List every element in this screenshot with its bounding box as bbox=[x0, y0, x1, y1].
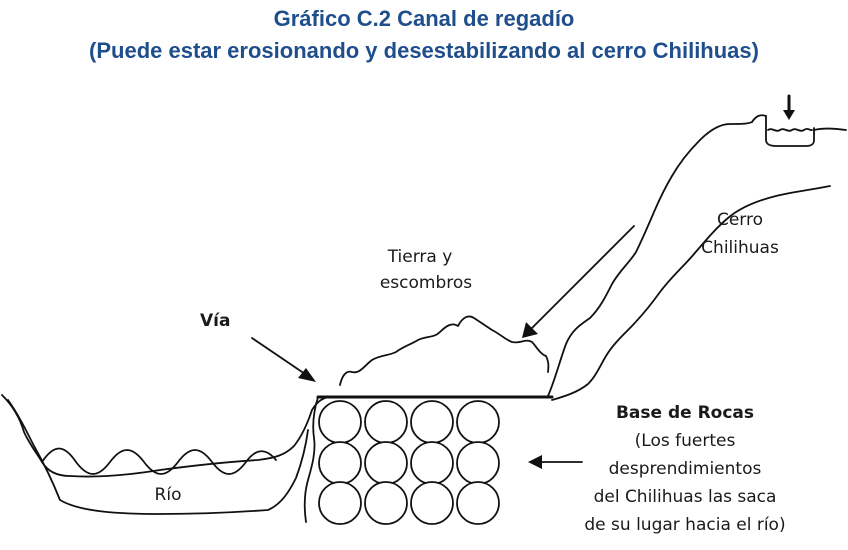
rock-base bbox=[318, 400, 500, 525]
river-water-surface bbox=[41, 447, 277, 475]
river-inner-edge bbox=[7, 399, 309, 515]
debris-mound-outline bbox=[339, 315, 550, 386]
label-tierra-line1: Tierra y bbox=[387, 247, 453, 267]
rock bbox=[364, 400, 408, 444]
rock bbox=[318, 441, 362, 485]
rock bbox=[410, 441, 454, 485]
debris-arrow-head bbox=[522, 322, 538, 338]
label-base-title: Base de Rocas bbox=[616, 403, 754, 423]
rock bbox=[318, 481, 362, 525]
label-base-desc-4: de su lugar hacia el río) bbox=[584, 515, 785, 535]
rock bbox=[456, 441, 500, 485]
label-base-desc-3: del Chilihuas las saca bbox=[594, 487, 777, 507]
label-tierra-line2: escombros bbox=[380, 273, 472, 293]
rock bbox=[364, 441, 408, 485]
rock bbox=[410, 400, 454, 444]
rock bbox=[364, 481, 408, 525]
river-bank-outline bbox=[1, 394, 329, 478]
rock bbox=[410, 481, 454, 525]
figure-subtitle: (Puede estar erosionando y desestabiliza… bbox=[89, 38, 759, 63]
debris-arrow-shaft bbox=[529, 225, 635, 331]
mountain-top-ridge-right bbox=[813, 127, 847, 131]
rock bbox=[456, 400, 500, 444]
rock-arrow-head bbox=[528, 455, 542, 469]
rock bbox=[456, 481, 500, 525]
irrigation-canal bbox=[765, 115, 815, 147]
via-arrow-shaft bbox=[251, 337, 309, 377]
via-arrow-head bbox=[298, 368, 316, 382]
label-base-desc-2: desprendimientos bbox=[609, 459, 762, 479]
rock-base-left-edge bbox=[303, 396, 319, 523]
canal-arrow-head bbox=[783, 110, 795, 120]
canal-water-surface bbox=[767, 127, 813, 132]
label-via: Vía bbox=[200, 311, 230, 331]
rock bbox=[318, 400, 362, 444]
label-base-desc-1: (Los fuertes bbox=[635, 431, 736, 451]
label-cerro-line1: Cerro bbox=[717, 210, 763, 230]
mountain-top-ridge bbox=[751, 114, 767, 123]
figure-title: Gráfico C.2 Canal de regadío bbox=[273, 6, 575, 31]
label-rio: Río bbox=[155, 485, 182, 505]
mountain-slope-inner bbox=[551, 185, 831, 401]
mountain-slope bbox=[547, 121, 753, 397]
label-cerro-line2: Chilihuas bbox=[701, 238, 779, 258]
